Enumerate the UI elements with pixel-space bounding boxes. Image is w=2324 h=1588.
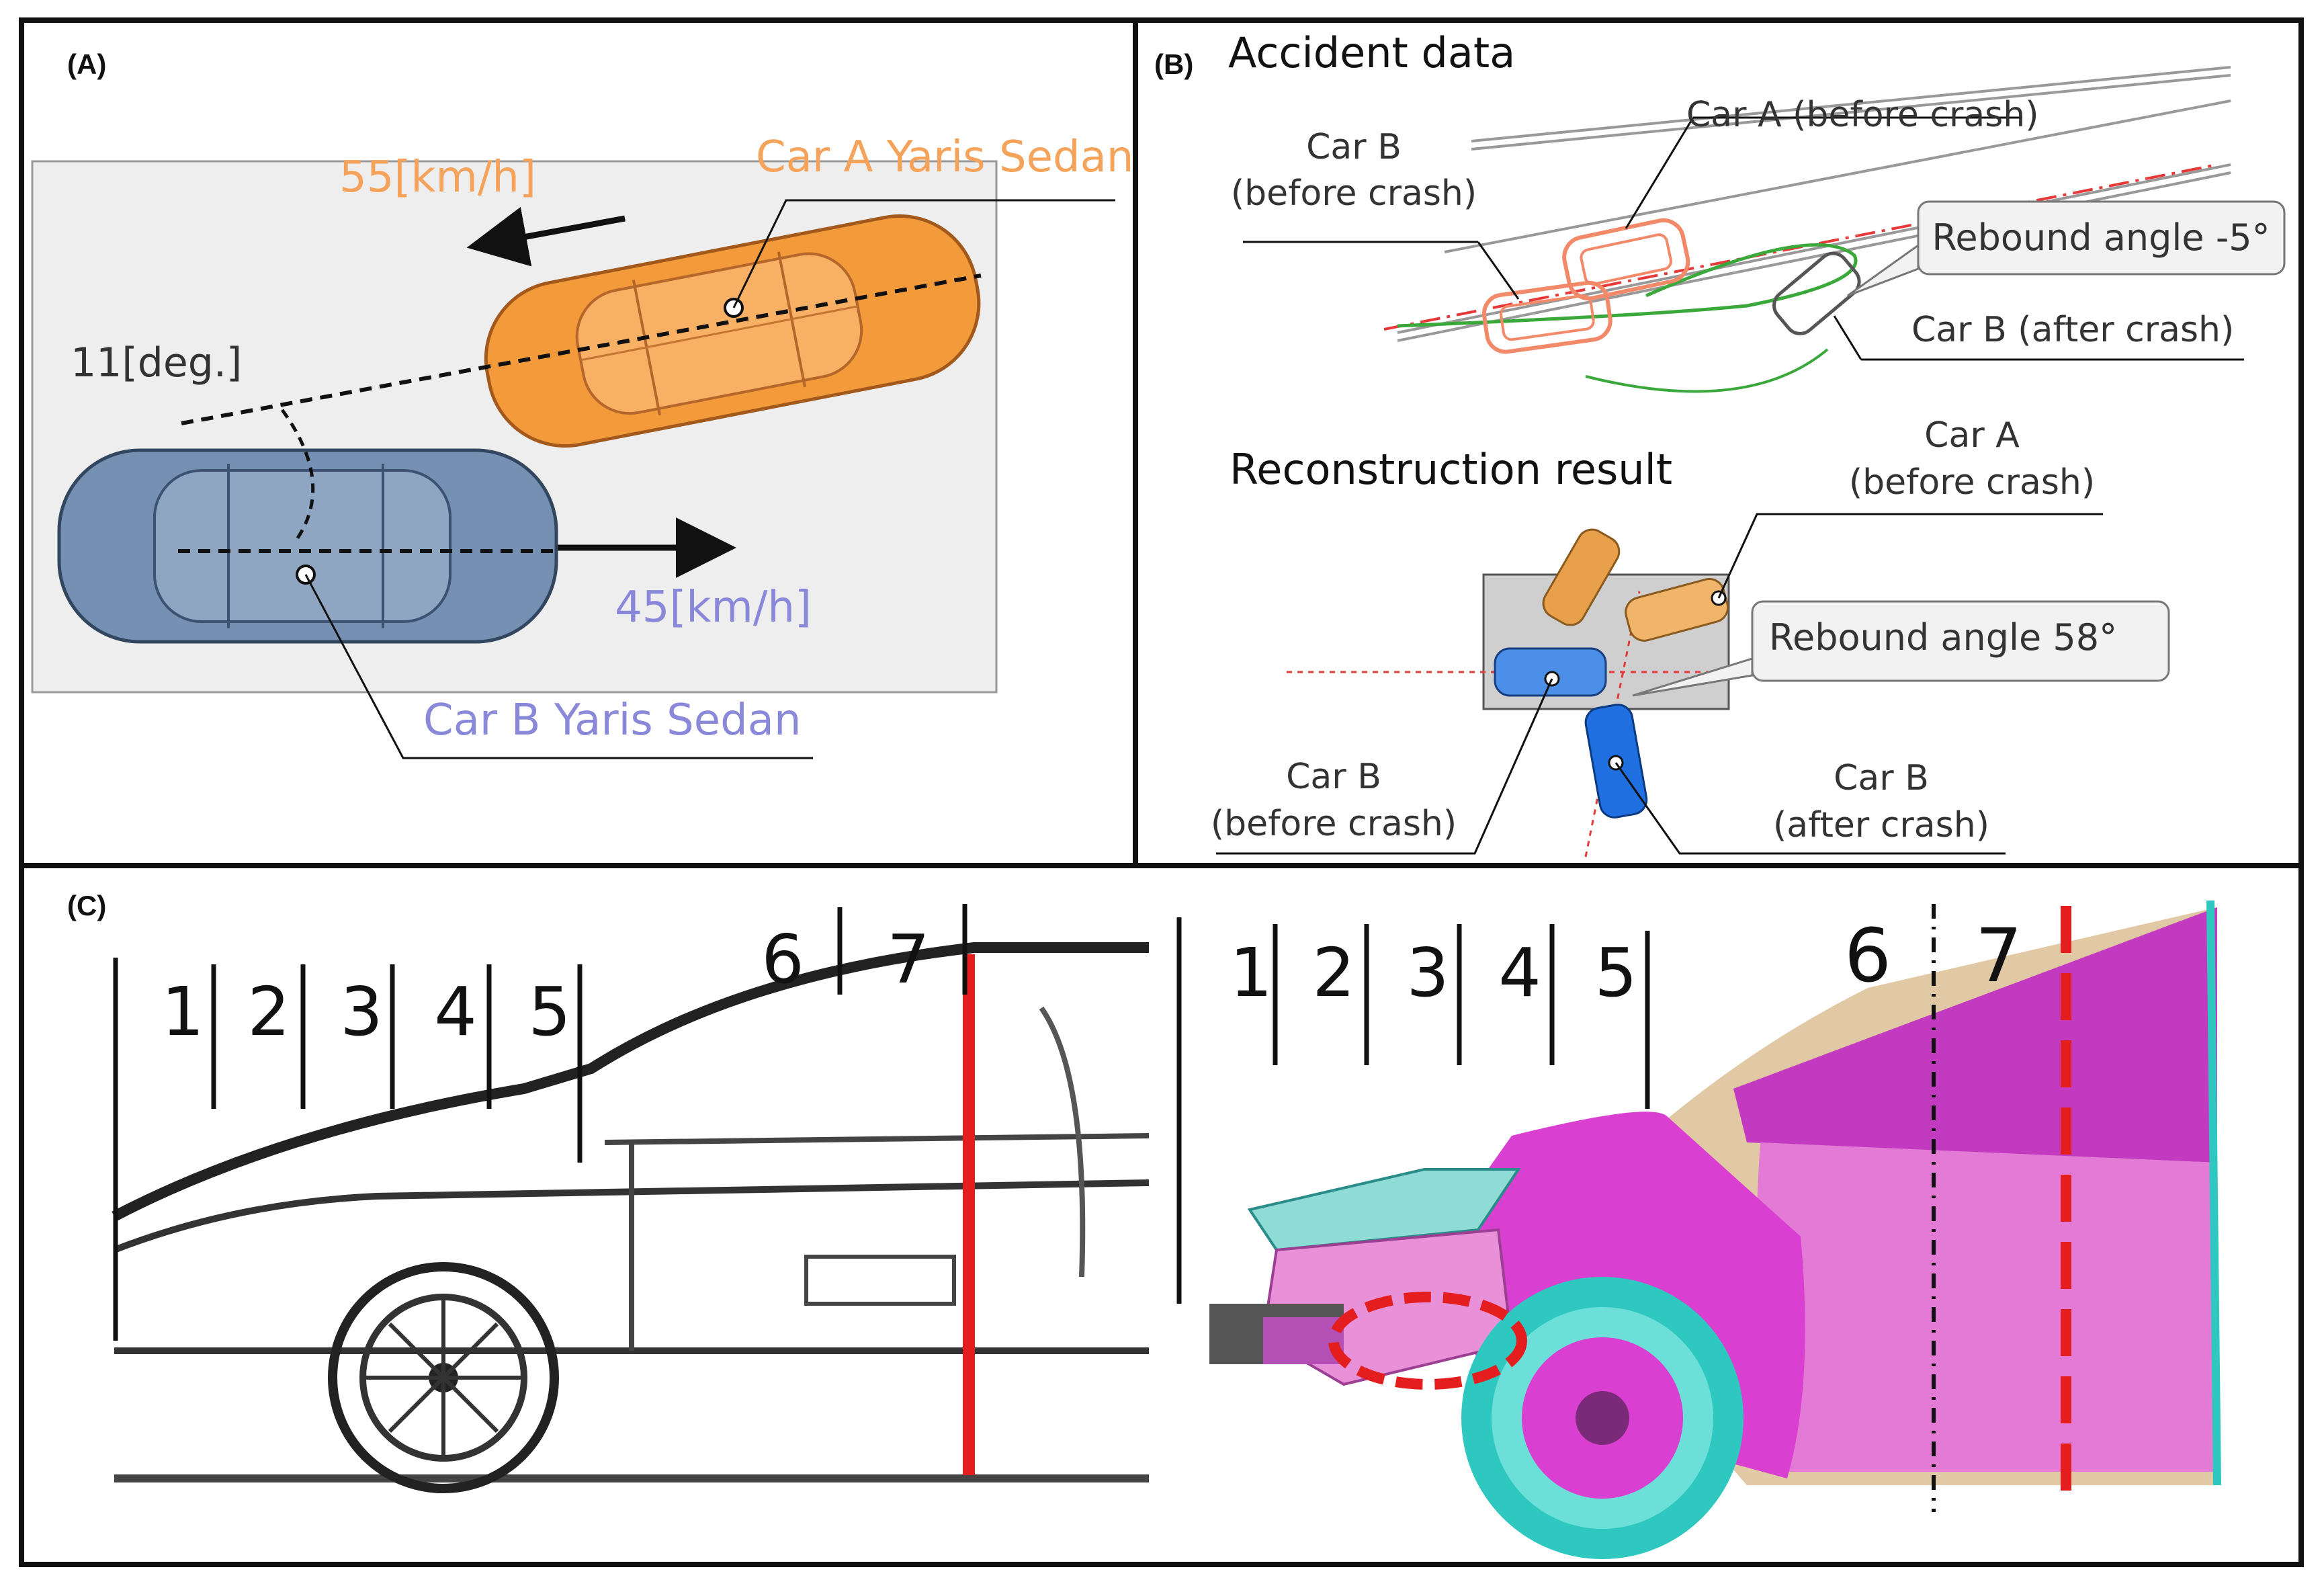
car-a-model [484,214,981,448]
accident-trajectory-green-2 [1585,348,1829,393]
top-car-a-before-label: Car A (before crash) [1686,95,2039,135]
left-zone-dividers [113,904,967,1341]
right-zone-label: 6 [1844,913,1891,999]
left-zone-label: 5 [528,972,571,1051]
recon-car-b-before-callout-line [1216,678,1553,855]
car-a-name: Car A Yaris Sedan [756,132,1133,182]
bottom-car-a-label-line1: Car A [1924,415,2020,456]
car-b-model [57,448,558,644]
accident-title: Accident data [1228,28,1515,77]
bottom-car-b-after-label-line2: (after crash) [1773,805,1989,845]
accident-car-b-before [1481,280,1612,354]
car-b-speed: 45[km/h] [615,583,812,632]
car-b-name: Car B Yaris Sedan [423,696,802,745]
right-zone-label: 1 [1230,933,1273,1012]
left-zone-label: 2 [247,972,290,1051]
recon-rebound-line [1584,591,1641,858]
bottom-car-b-before-label-line2: (before crash) [1211,804,1457,844]
top-car-b-after-callout-line [1833,315,1862,360]
top-car-a-callout-line [1625,117,1694,229]
car-b-callout-line [304,574,813,759]
damage-highlight-ellipse [1328,1292,1527,1390]
top-rebound-box-pointer [1847,243,1920,297]
panel-a-label: (A) [67,48,106,80]
recon-car-a-callout-line [1717,513,2103,599]
bottom-car-a-label-line2: (before crash) [1849,462,2095,503]
reconstruction-title: Reconstruction result [1230,445,1672,494]
recon-car-a-before [1542,528,1621,626]
accident-trajectory-green [1397,243,1858,328]
bottom-rebound-box-pointer [1632,657,1754,697]
car-a-speed: 55[km/h] [339,153,536,202]
vehicle-line-drawing [111,942,1150,1493]
left-zone-label: 3 [340,972,383,1051]
panel-b-label: (B) [1154,48,1193,80]
panel-c-frame [19,863,2304,1567]
right-zone-label: 2 [1312,933,1355,1012]
left-zone-label: 4 [434,972,477,1051]
left-zone-label: 1 [161,972,204,1051]
left-zone-label: 7 [887,920,930,999]
angle-label: 11[deg.] [71,339,242,386]
accident-car-b-after [1772,251,1861,335]
top-car-b-before-callout-line [1477,241,1520,300]
bottom-rebound-box [1751,600,2170,682]
bottom-car-b-after-label-line1: Car B [1834,758,1929,798]
right-zone-label: 5 [1594,933,1637,1012]
top-rebound-label: Rebound angle -5° [1932,216,2270,259]
recon-car-b-after-callout-line [1615,762,2006,855]
accident-car-a [1562,218,1690,301]
bottom-rebound-label: Rebound angle 58° [1769,616,2117,659]
right-zone-label: 4 [1498,933,1541,1012]
left-zone-labels: 1 2 3 4 5 6 7 [161,920,930,1051]
right-zone-dividers [1176,917,1650,1304]
top-rebound-box [1917,200,2286,276]
speed-arrow-car-a [466,206,626,267]
bottom-car-b-before-label-line1: Car B [1286,757,1381,797]
right-zone-label: 3 [1406,933,1449,1012]
crashed-vehicle-model [1209,900,2221,1559]
top-car-b-before-label-line1: Car B [1306,127,1402,167]
car-a-callout-line [732,199,1115,308]
top-car-b-before-label-line2: (before crash) [1231,173,1477,214]
left-zone-label: 6 [761,920,804,999]
panel-c-label: (C) [67,890,106,921]
right-zone-labels: 1 2 3 4 5 6 7 [1230,913,2022,1012]
car-a-axis [181,274,982,425]
top-car-b-after-label: Car B (after crash) [1911,310,2234,350]
angle-arc [280,409,315,542]
right-zone-label: 7 [1975,913,2022,999]
